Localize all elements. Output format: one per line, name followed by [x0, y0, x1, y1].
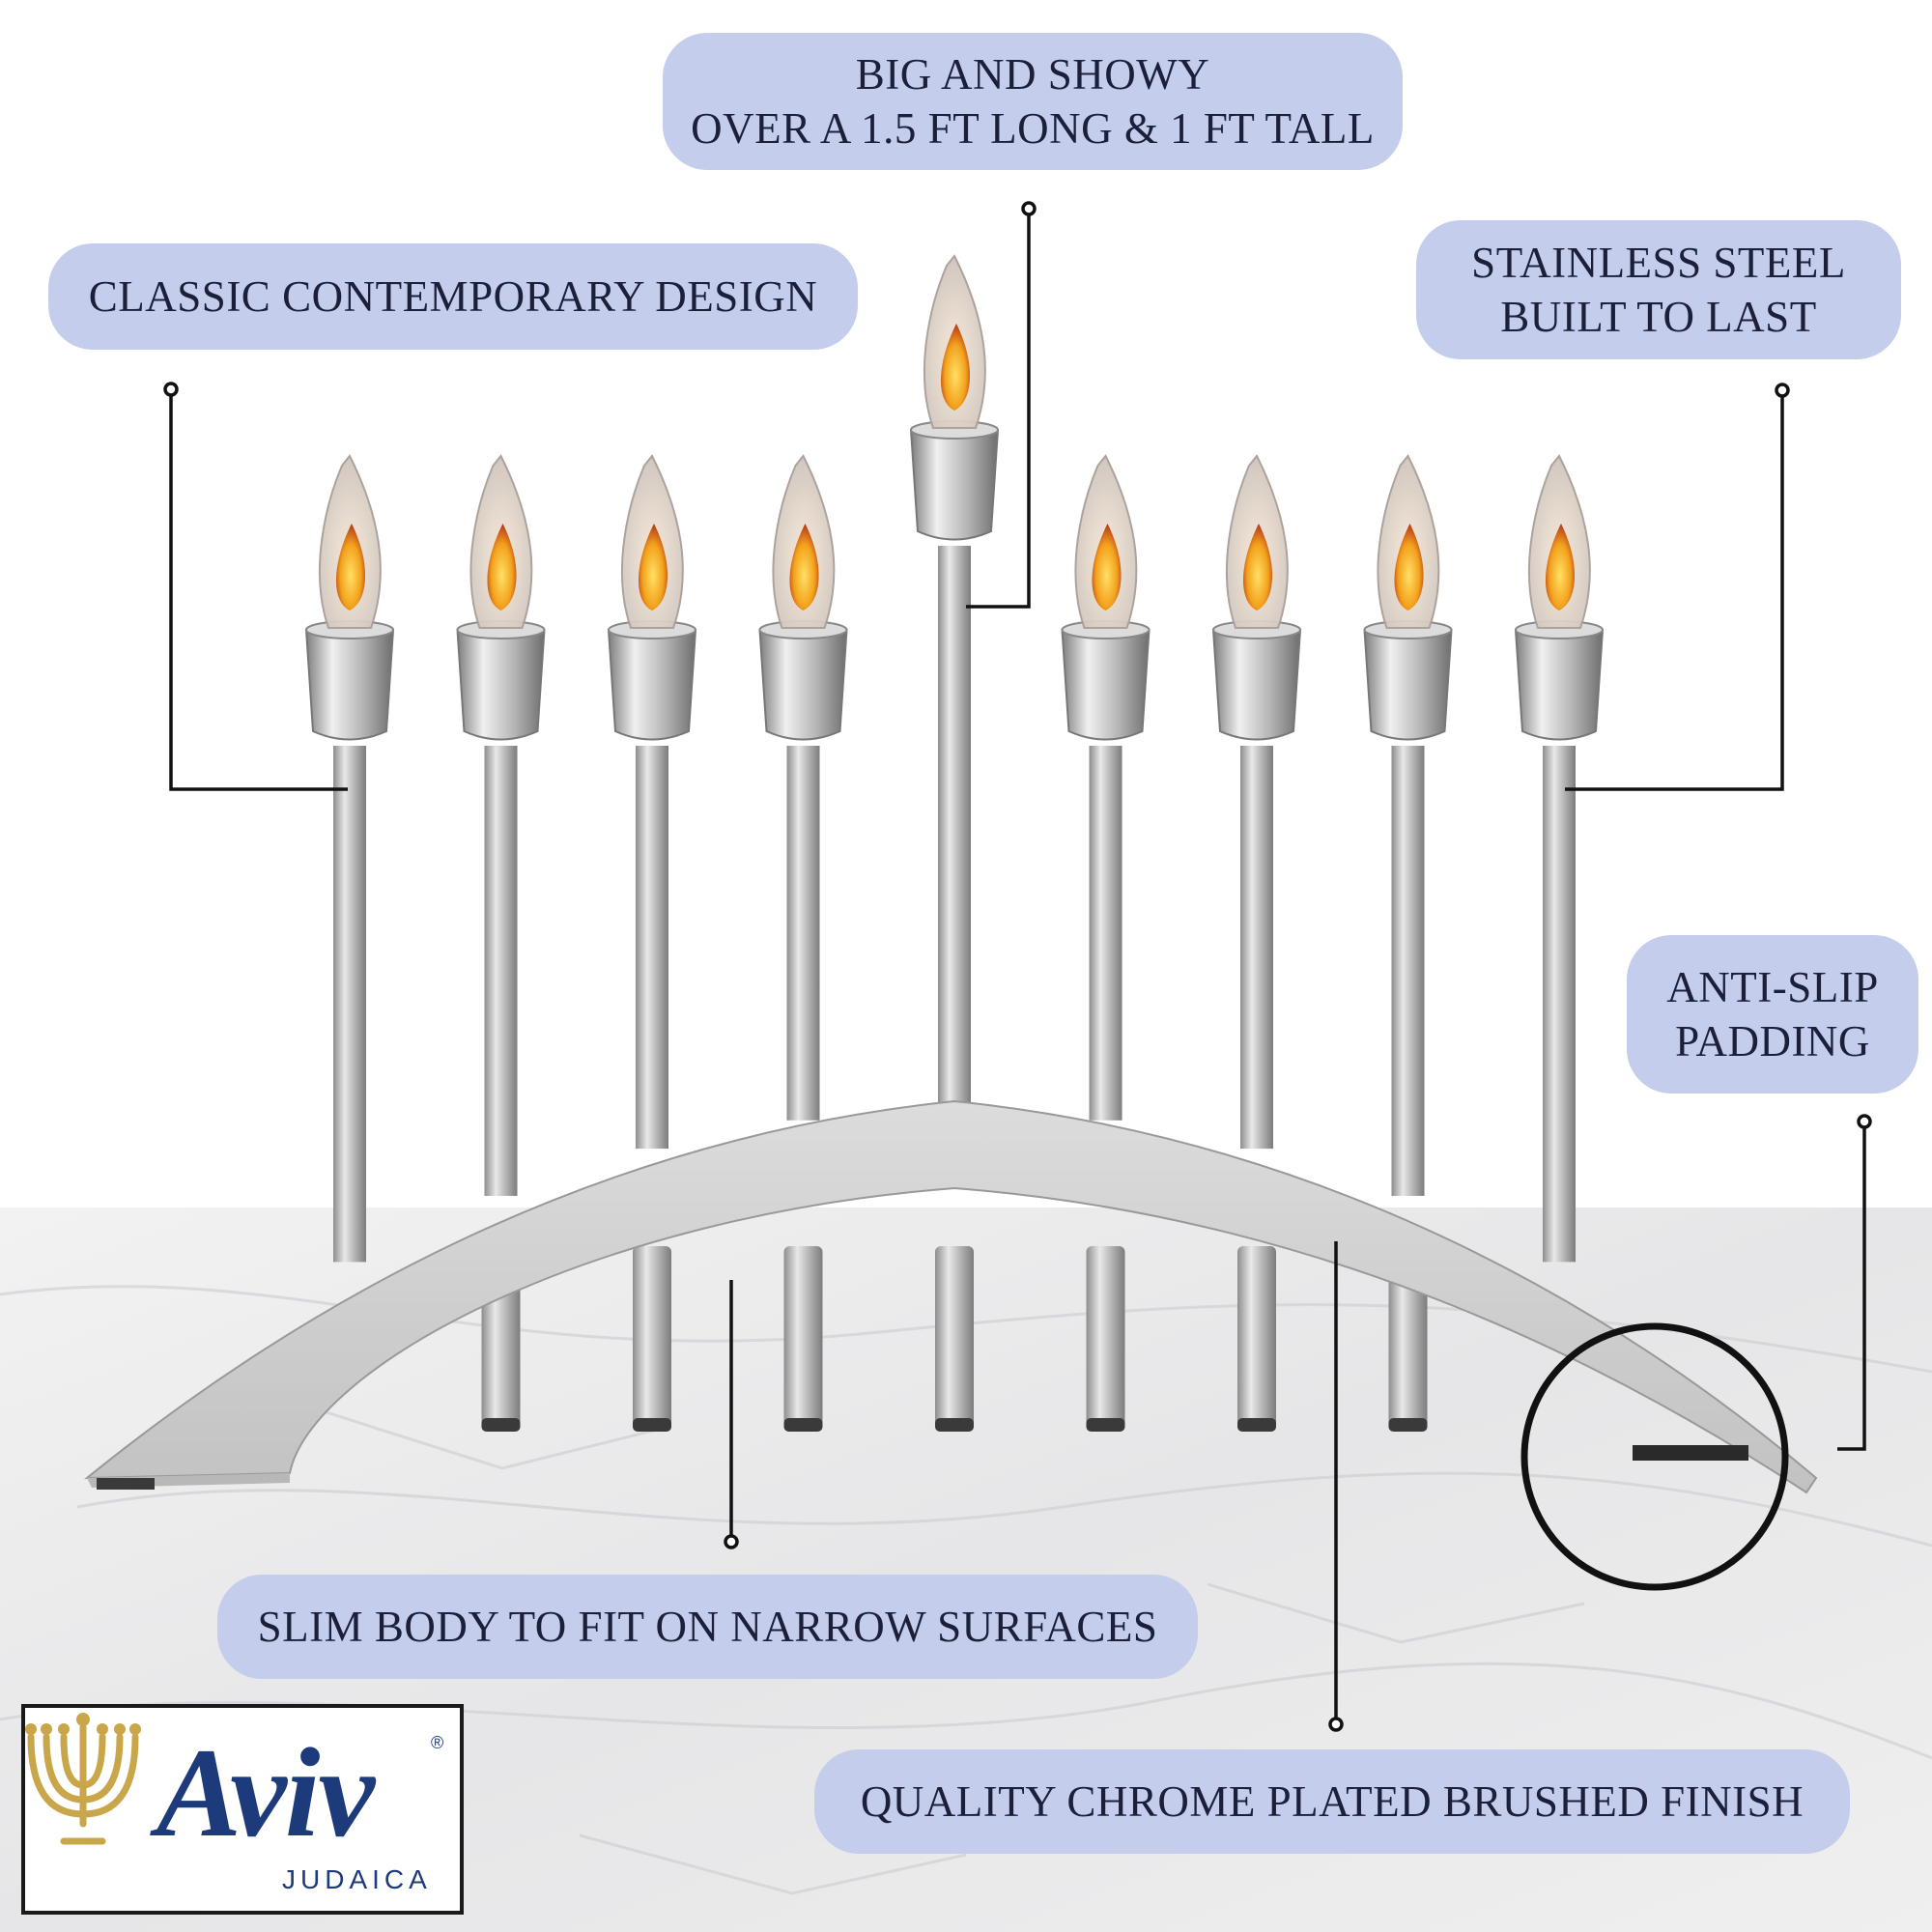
brand-name: Aviv: [156, 1721, 375, 1863]
callout-padding-line2: PADDING: [1675, 1017, 1870, 1065]
brand-logo: Aviv ® JUDAICA: [21, 1704, 464, 1915]
leg-foot: [633, 1418, 671, 1432]
callout-design-text: CLASSIC CONTEMPORARY DESIGN: [88, 272, 818, 321]
anti-slip-pad: [97, 1478, 155, 1490]
leader-design: [169, 389, 348, 791]
flame-glow: [638, 524, 668, 611]
leg-foot: [935, 1418, 974, 1432]
flame-glow: [940, 324, 971, 411]
candle-cup: [1061, 629, 1151, 741]
anti-slip-pad: [1633, 1445, 1748, 1461]
leg-rod: [935, 1246, 974, 1430]
leg-rod: [1237, 1246, 1276, 1430]
candle-rod: [484, 746, 518, 1196]
leader-lines: [169, 209, 1866, 1724]
leg-foot: [1086, 1418, 1125, 1432]
candle-rod: [333, 746, 366, 1263]
candle-rod: [1391, 746, 1425, 1196]
leg-foot: [481, 1418, 521, 1432]
candle-cup: [456, 629, 546, 741]
flame-glow: [487, 524, 517, 611]
candle-cup: [1363, 629, 1453, 741]
leg-rod: [633, 1246, 671, 1430]
callout-design: CLASSIC CONTEMPORARY DESIGN: [48, 243, 858, 350]
zoom-circle: [1520, 1322, 1789, 1591]
callout-material-line2: BUILT TO LAST: [1500, 293, 1817, 341]
callout-padding-line1: ANTI-SLIP: [1666, 963, 1879, 1011]
brand-subtitle: JUDAICA: [282, 1864, 432, 1894]
flame-glow: [1545, 524, 1576, 611]
candle-rod: [938, 546, 971, 1111]
callout-finish-text: QUALITY CHROME PLATED BRUSHED FINISH: [860, 1777, 1804, 1826]
candle-rod: [786, 746, 820, 1121]
leader-padding: [1837, 1122, 1866, 1451]
callout-body-text: SLIM BODY TO FIT ON NARROW SURFACES: [257, 1603, 1158, 1651]
flame-glow: [335, 524, 366, 611]
candle-cup: [304, 629, 395, 741]
leg-foot: [1388, 1418, 1428, 1432]
leg-foot: [1237, 1418, 1276, 1432]
candle-cup: [909, 429, 1000, 541]
flame-glow: [1092, 524, 1122, 611]
candle-cup: [607, 629, 697, 741]
leg-foot: [783, 1418, 823, 1432]
flame-glow: [789, 524, 819, 611]
candle-rod: [1543, 746, 1576, 1263]
leg-rod: [1086, 1246, 1125, 1430]
leader-dots: [163, 201, 1872, 1732]
leader-size: [966, 209, 1031, 609]
candle-rod: [636, 746, 668, 1150]
callout-size: BIG AND SHOWY OVER A 1.5 FT LONG & 1 FT …: [663, 33, 1403, 170]
flame-glow: [1242, 524, 1273, 611]
menorah-icon: [25, 1713, 141, 1845]
leg-rod: [783, 1246, 823, 1430]
candle-rod: [1240, 746, 1273, 1150]
menorah: [84, 254, 1818, 1494]
callout-body: SLIM BODY TO FIT ON NARROW SURFACES: [217, 1575, 1198, 1679]
callout-size-line2: OVER A 1.5 FT LONG & 1 FT TALL: [691, 104, 1375, 153]
candle-cup: [1514, 629, 1605, 741]
callout-material: STAINLESS STEEL BUILT TO LAST: [1416, 220, 1901, 359]
callout-size-line1: BIG AND SHOWY: [855, 50, 1210, 99]
callout-material-line1: STAINLESS STEEL: [1471, 239, 1846, 287]
registered-mark: ®: [431, 1733, 444, 1752]
arch-base: [84, 1099, 1818, 1494]
callout-finish: QUALITY CHROME PLATED BRUSHED FINISH: [814, 1749, 1850, 1854]
leader-material: [1565, 390, 1784, 791]
candle-cup: [758, 629, 848, 741]
candle-cup: [1211, 629, 1302, 741]
candle-rod: [1089, 746, 1122, 1121]
flame-glow: [1394, 524, 1424, 611]
callout-padding: ANTI-SLIP PADDING: [1627, 935, 1918, 1094]
